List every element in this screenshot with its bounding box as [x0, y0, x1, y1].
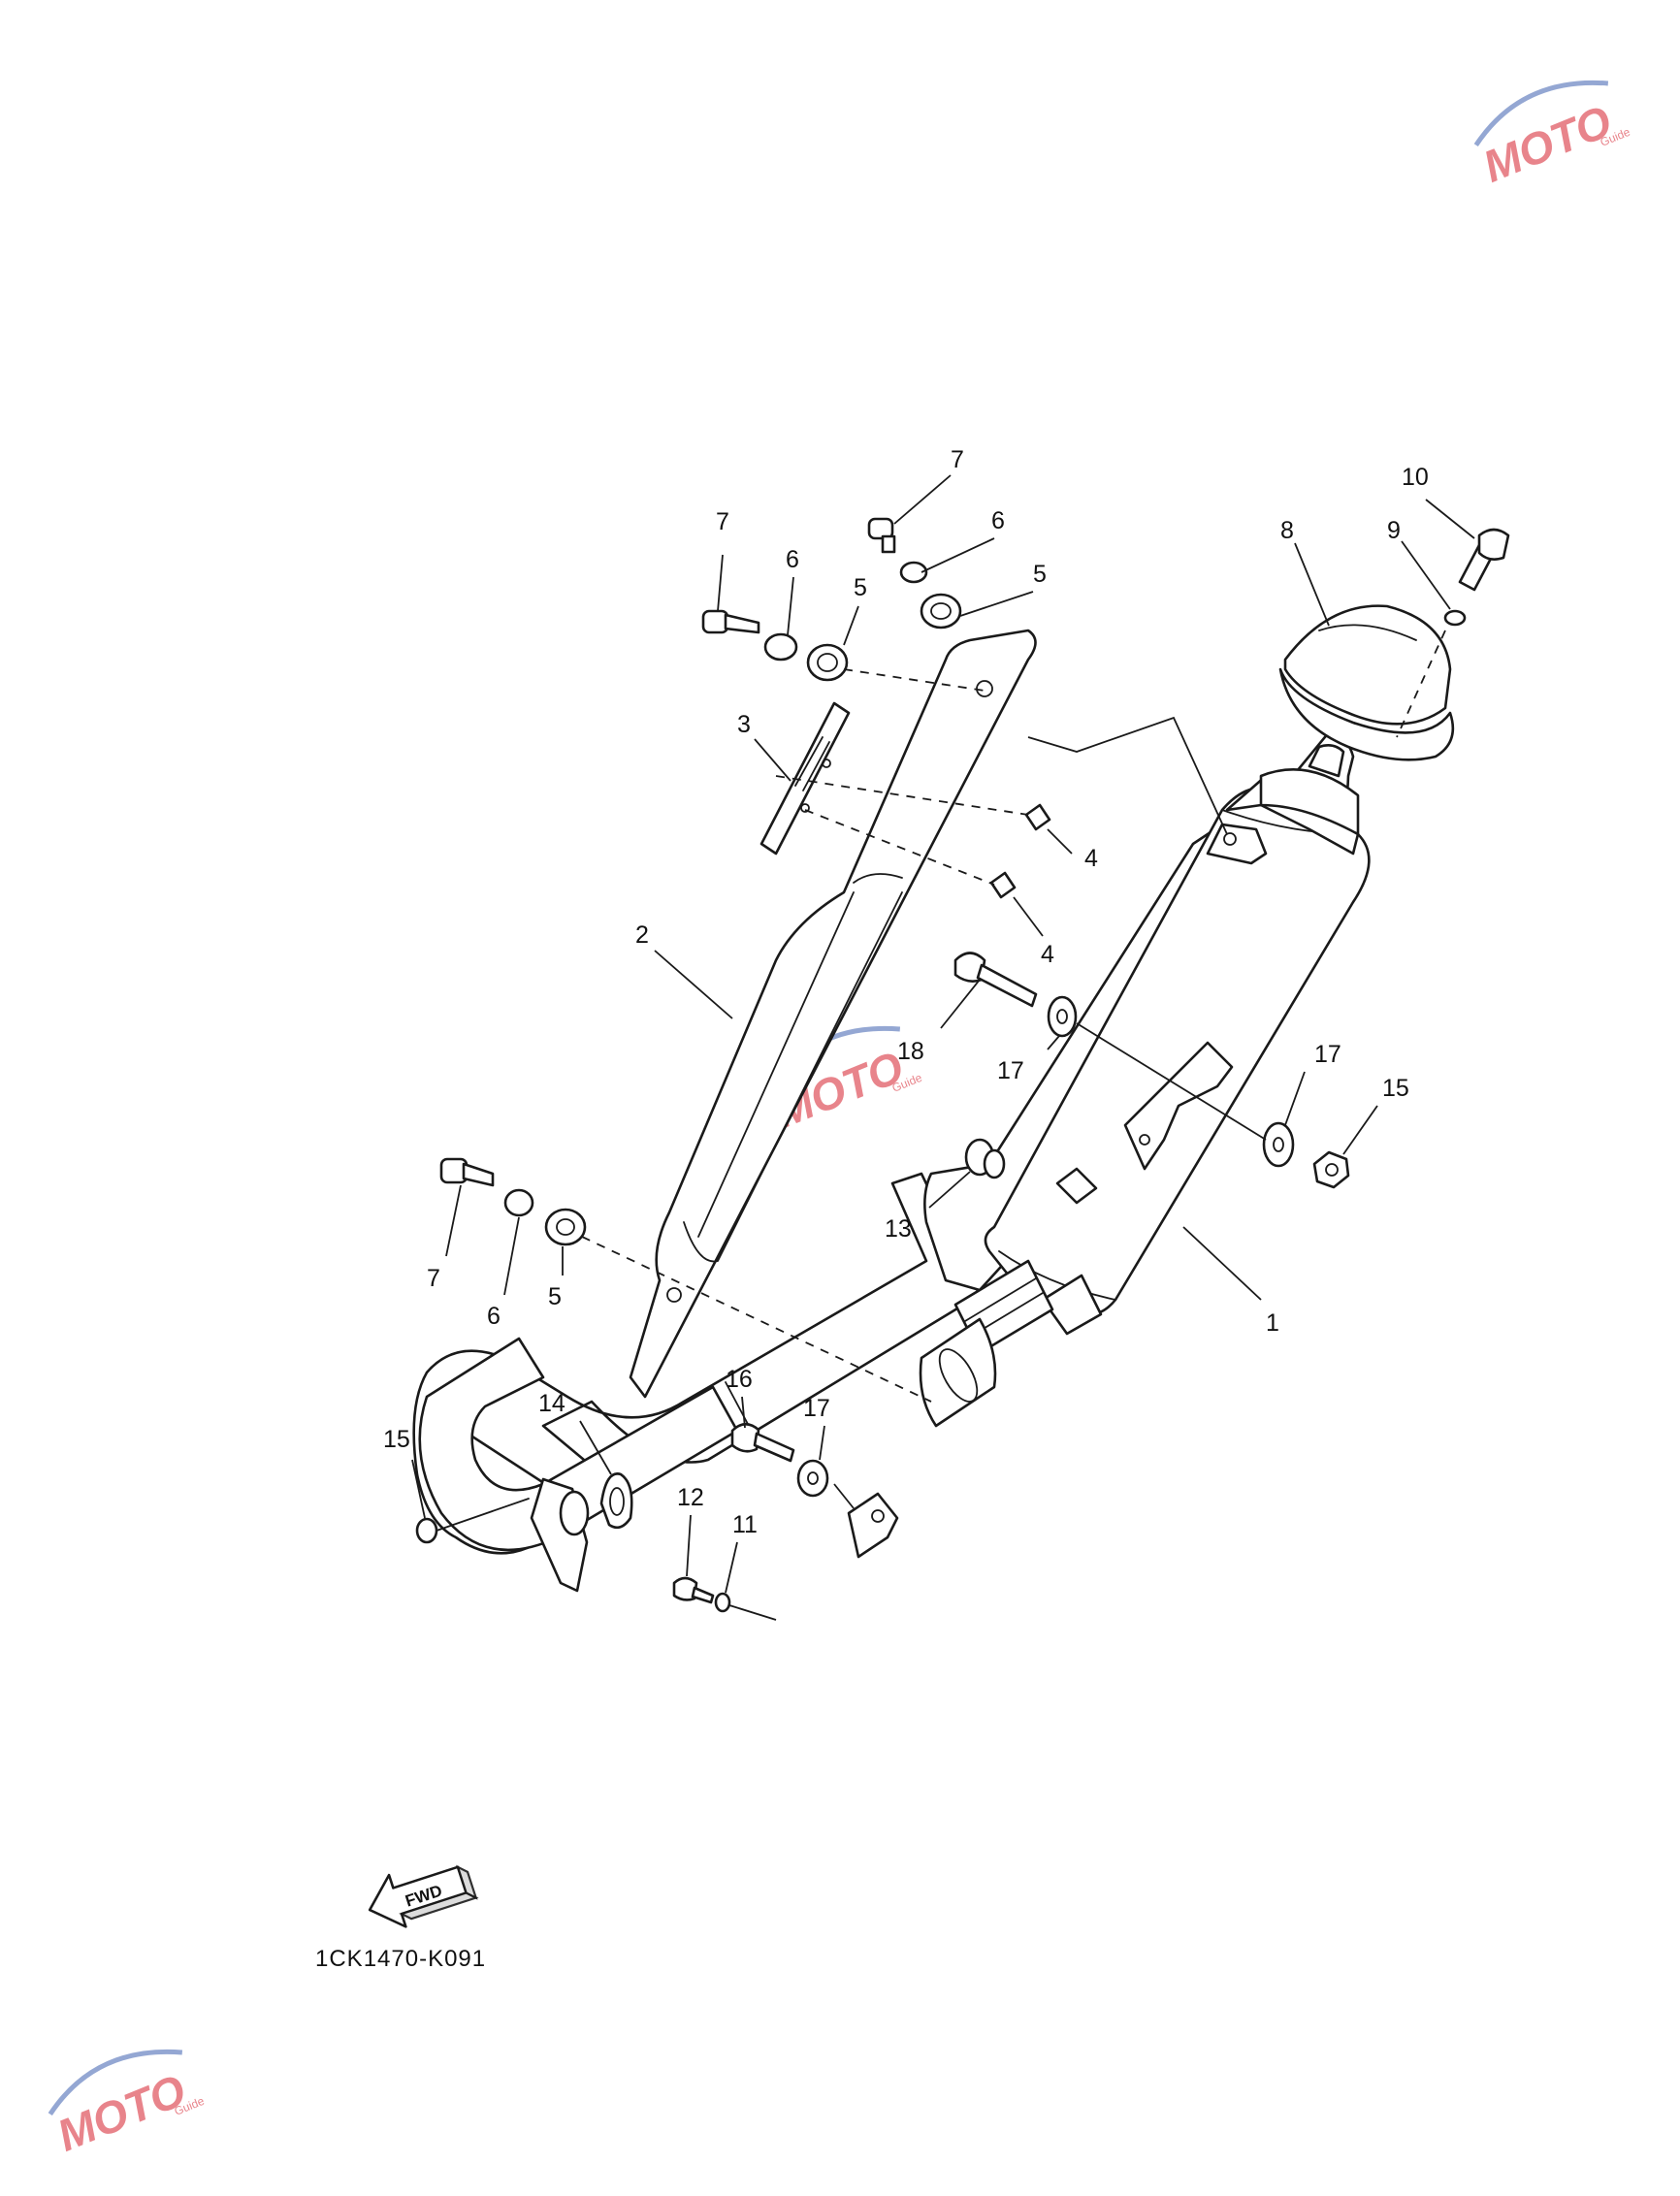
muffler-body: [919, 730, 1371, 1428]
callout-9: 9: [1387, 517, 1401, 544]
fwd-arrow: FWD: [368, 1864, 479, 1928]
muffler-cap: [1278, 604, 1455, 761]
callout-6: 6: [991, 507, 1005, 534]
callout-labels: 1 2 3 4 4 5 5 5 6 6 6 7 7 7 8 9 10 11 12…: [383, 446, 1429, 1538]
callout-15: 15: [383, 1426, 410, 1453]
callout-leaders: [411, 474, 1475, 1594]
heat-protector: [629, 629, 1037, 1399]
washer-17-lower: [796, 1459, 829, 1498]
callout-4: 4: [1041, 941, 1054, 968]
collar-6-lower: [503, 1188, 534, 1217]
callout-10: 10: [1402, 464, 1429, 491]
nut-15-left: [415, 1498, 530, 1544]
nut-4-upper: [1024, 803, 1051, 831]
washer-9: [1443, 609, 1467, 627]
callout-11: 11: [732, 1511, 758, 1538]
callout-8: 8: [1280, 517, 1294, 544]
callout-1: 1: [1266, 1309, 1279, 1337]
bolt-7-upper-right: [867, 517, 896, 554]
collar-6-upper-left: [763, 632, 798, 662]
callout-5: 5: [548, 1283, 562, 1310]
callout-4: 4: [1084, 845, 1098, 872]
watermark-logo-top-right: MOTO Guide: [1473, 80, 1632, 192]
grommet-5-upper-right: [920, 593, 962, 630]
callout-18: 18: [897, 1038, 924, 1065]
watermark-logo-bottom-left: MOTO Guide: [48, 2049, 207, 2161]
callout-7: 7: [951, 446, 964, 473]
callout-6: 6: [487, 1303, 501, 1330]
callout-3: 3: [737, 711, 751, 738]
assembly-lines: [581, 630, 1446, 1621]
bolt-7-upper-left: [701, 609, 760, 634]
callout-17: 17: [997, 1057, 1024, 1084]
callout-13: 13: [885, 1215, 912, 1243]
nut-15-right: [1312, 1150, 1350, 1189]
collar-6-upper-right: [899, 561, 928, 584]
callout-17: 17: [1314, 1041, 1341, 1068]
watermark-text: MOTO: [50, 2064, 193, 2161]
callout-17: 17: [803, 1395, 830, 1422]
callout-7: 7: [716, 508, 729, 535]
callout-16: 16: [726, 1366, 753, 1393]
diagram-code: 1CK1470-K091: [315, 1946, 486, 1972]
washer-17-mid: [1047, 995, 1078, 1038]
grommet-5-lower: [544, 1208, 587, 1246]
washer-17-right: [1262, 1121, 1295, 1168]
washer-11: [714, 1592, 731, 1613]
plate: [759, 701, 851, 856]
callout-6: 6: [786, 546, 799, 573]
callout-15: 15: [1382, 1075, 1409, 1102]
bolt-12: [672, 1576, 715, 1604]
callout-12: 12: [677, 1484, 704, 1511]
grommet-13: [964, 1138, 1006, 1179]
bolt-10: [1458, 528, 1510, 592]
bolt-16: [730, 1422, 795, 1463]
grommet-5-upper-left: [806, 643, 849, 682]
watermark-text: MOTO: [1476, 95, 1619, 192]
bolt-7-lower: [439, 1157, 495, 1187]
exhaust-pipe: [412, 1172, 982, 1593]
callout-2: 2: [635, 921, 649, 949]
callout-5: 5: [854, 574, 867, 601]
callout-5: 5: [1033, 561, 1047, 588]
callout-7: 7: [427, 1265, 440, 1292]
bolt-18: [953, 952, 1038, 1008]
nut-4-lower: [989, 871, 1017, 899]
callout-14: 14: [538, 1390, 565, 1417]
